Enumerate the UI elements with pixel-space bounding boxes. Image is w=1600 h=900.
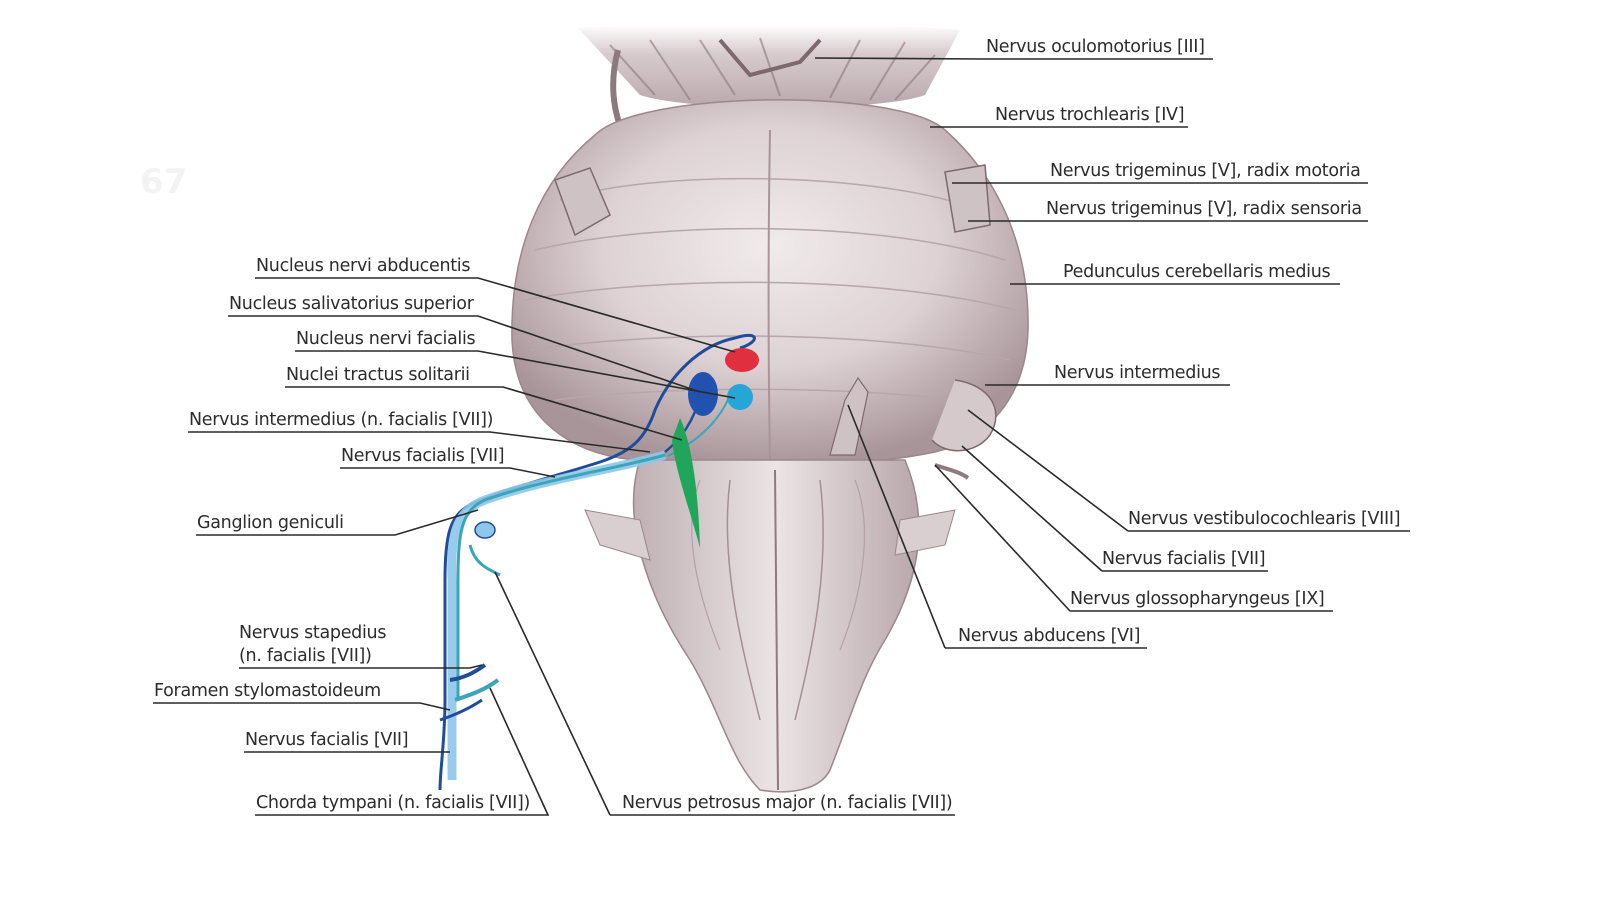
label-chorda-tympani: Chorda tympani (n. facialis [VII]) <box>256 793 531 813</box>
label-nucleus-salivatorius: Nucleus salivatorius superior <box>229 294 474 314</box>
nuclei-tractus-solitarii-marker <box>672 418 700 548</box>
label-nucleus-abducentis: Nucleus nervi abducentis <box>256 256 471 276</box>
facial-nerve-pathway <box>438 333 756 791</box>
label-n-trigeminus-motoria: Nervus trigeminus [V], radix motoria <box>1050 161 1361 181</box>
label-n-abducens: Nervus abducens [VI] <box>958 626 1141 646</box>
label-n-intermedius: Nervus intermedius <box>1054 363 1221 383</box>
label-n-stapedius-line2: (n. facialis [VII]) <box>239 646 372 666</box>
abducens-stump <box>829 376 869 456</box>
label-foramen-stylomastoideum: Foramen stylomastoideum <box>154 681 381 701</box>
label-nuclei-tractus-solitarii: Nuclei tractus solitarii <box>286 365 470 385</box>
label-n-facialis-lower: Nervus facialis [VII] <box>245 730 409 750</box>
cerebellar-peduncle-stump <box>931 379 997 452</box>
label-n-vestibulocochlearis: Nervus vestibulocochlearis [VIII] <box>1128 509 1401 529</box>
label-n-glossopharyngeus: Nervus glossopharyngeus [IX] <box>1070 589 1325 609</box>
label-n-facialis-upper: Nervus facialis [VII] <box>341 446 505 466</box>
label-n-oculomotorius: Nervus oculomotorius [III] <box>986 37 1205 57</box>
label-n-intermedius-vii: Nervus intermedius (n. facialis [VII]) <box>189 410 494 430</box>
page-number-watermark: 67 <box>140 162 188 202</box>
label-n-trochlearis: Nervus trochlearis [IV] <box>995 105 1185 125</box>
nucleus-salivatorius-marker <box>688 372 718 416</box>
trigeminal-root-stumps <box>554 164 991 237</box>
label-ganglion-geniculi: Ganglion geniculi <box>197 513 344 533</box>
label-nucleus-facialis: Nucleus nervi facialis <box>296 329 476 349</box>
nucleus-facialis-marker <box>727 384 753 410</box>
leader-lines <box>153 57 1410 816</box>
label-n-facialis-right: Nervus facialis [VII] <box>1102 549 1266 569</box>
label-n-stapedius-line1: Nervus stapedius <box>239 623 387 643</box>
nucleus-abducentis-marker <box>725 348 759 372</box>
glossopharyngeal-stub <box>934 463 970 480</box>
cerebral-peduncles <box>578 24 960 140</box>
label-pedunculus-cerebellaris: Pedunculus cerebellaris medius <box>1063 262 1331 282</box>
label-n-petrosus-major: Nervus petrosus major (n. facialis [VII]… <box>622 793 953 813</box>
medulla-oblongata <box>584 459 956 793</box>
label-n-trigeminus-sensoria: Nervus trigeminus [V], radix sensoria <box>1046 199 1362 219</box>
pons <box>511 99 1029 468</box>
